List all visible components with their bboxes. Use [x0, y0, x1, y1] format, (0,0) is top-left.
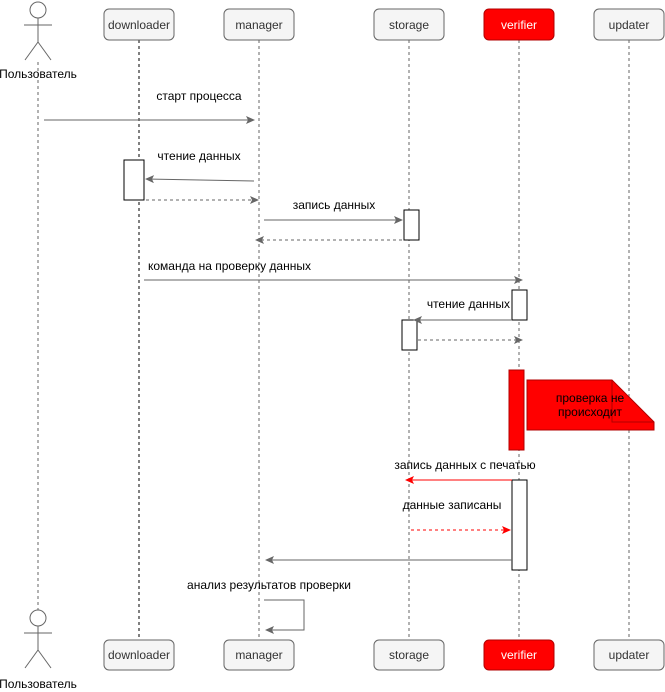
participant-updater-label: updater	[609, 18, 650, 32]
message-label: анализ результатов проверки	[187, 578, 351, 592]
participant-manager-bottom[interactable]: manager	[223, 639, 295, 671]
participant-storage-label: storage	[389, 18, 429, 32]
message-label: запись данных	[293, 198, 376, 212]
participant-verifier-bottom[interactable]: verifier	[483, 639, 555, 671]
actor-head-icon	[29, 1, 47, 19]
message-arrow-self	[264, 599, 305, 634]
participant-updater-top[interactable]: updater	[593, 8, 665, 41]
participant-manager-label: manager	[235, 648, 282, 662]
message-label: старт процесса	[156, 89, 242, 103]
activation-downloader	[123, 159, 145, 201]
activation-storage-2	[401, 319, 418, 351]
lifelines	[37, 40, 630, 640]
participant-manager-top[interactable]: manager	[223, 8, 295, 41]
participant-storage-label: storage	[389, 648, 429, 662]
message-label: команда на проверку данных	[148, 259, 311, 273]
participant-storage-top[interactable]: storage	[373, 8, 445, 41]
messages: старт процесса чтение данных запись данн…	[44, 89, 536, 634]
participant-downloader-top[interactable]: downloader	[103, 8, 175, 41]
participant-verifier-top[interactable]: verifier	[483, 8, 555, 41]
note-text-line1: проверка не	[556, 391, 625, 405]
message-label: данные записаны	[403, 498, 502, 512]
actor-head-icon	[29, 609, 47, 627]
activation-verifier-1	[511, 289, 528, 321]
actor-user-top	[24, 1, 52, 61]
activation-verifier-2	[511, 479, 528, 571]
note-text-line2: происходит	[558, 405, 623, 419]
participant-downloader-label: downloader	[108, 18, 170, 32]
participant-updater-label: updater	[609, 648, 650, 662]
message-label: запись данных с печатью	[394, 458, 535, 472]
message-label: чтение данных	[157, 149, 240, 163]
note-no-verification: проверка не происходит	[526, 379, 655, 431]
actor-user-bottom-label: Пользователь	[0, 677, 77, 691]
activation-storage-1	[403, 209, 420, 241]
message-arrow	[145, 175, 255, 184]
participant-updater-bottom[interactable]: updater	[593, 639, 665, 671]
actor-user-top-label: Пользователь	[0, 67, 77, 81]
participant-downloader-label: downloader	[108, 648, 170, 662]
participant-manager-label: manager	[235, 18, 282, 32]
participant-verifier-label: verifier	[501, 648, 537, 662]
participant-storage-bottom[interactable]: storage	[373, 639, 445, 671]
message-label: чтение данных	[427, 297, 510, 311]
activation-verifier-red	[508, 369, 525, 451]
participant-downloader-bottom[interactable]: downloader	[103, 639, 175, 671]
actor-user-bottom	[24, 609, 52, 669]
participant-verifier-label: verifier	[501, 18, 537, 32]
